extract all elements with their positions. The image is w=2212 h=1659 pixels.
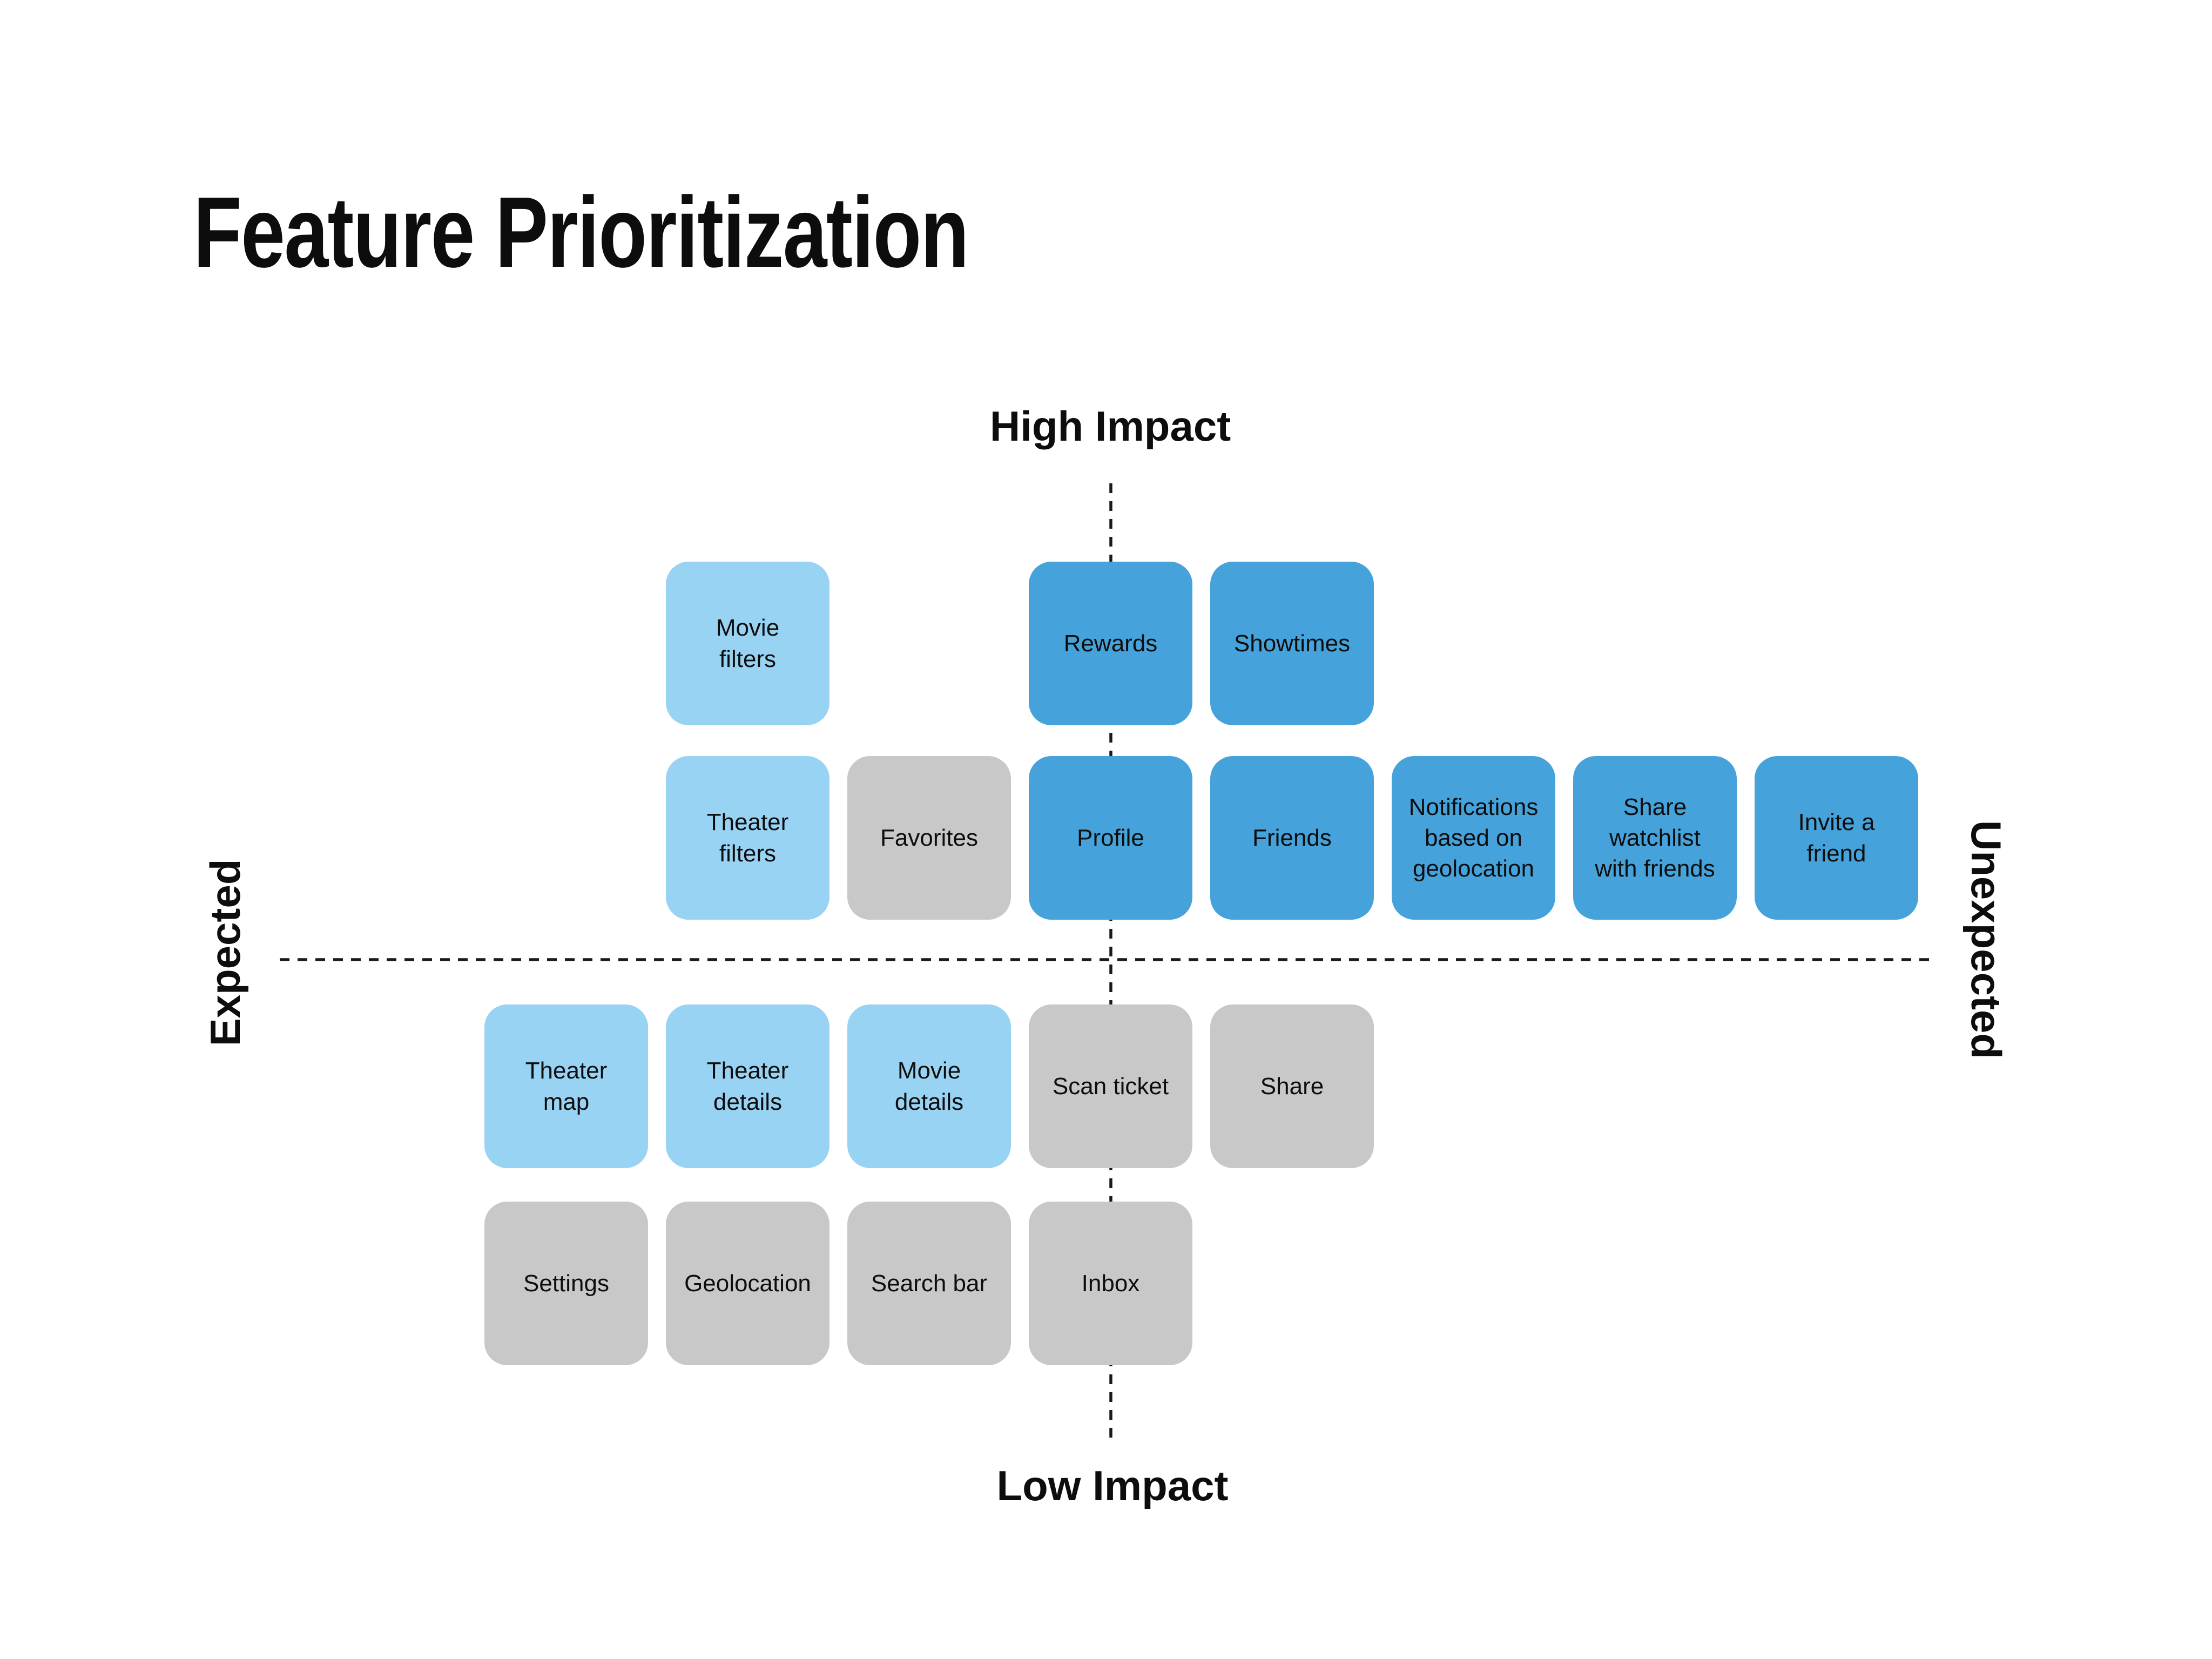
feature-card-label: Theater map [525,1057,608,1115]
feature-card-label: Showtimes [1233,630,1351,657]
feature-card: Favorites [847,756,1011,920]
feature-card: Geolocation [666,1202,830,1365]
page-title: Feature Prioritization [193,177,969,288]
feature-card-label: Movie filters [716,615,780,672]
feature-card-label: Theater details [706,1057,789,1115]
feature-card: Share watchlist with friends [1573,756,1737,920]
feature-card-label: Profile [1077,824,1144,851]
feature-card: Invite a friend [1755,756,1918,920]
feature-card-label: Notifications based on geolocation [1408,793,1539,882]
feature-card-label: Friends [1252,824,1332,851]
feature-card: Showtimes [1210,562,1374,725]
feature-card-label: Share watchlist with friends [1595,793,1715,882]
feature-card-label: Theater filters [706,809,789,867]
feature-card-label: Inbox [1081,1270,1140,1297]
feature-card: Profile [1029,756,1192,920]
feature-card: Theater map [484,1004,648,1168]
feature-card-label: Movie details [894,1057,964,1115]
feature-card-label: Favorites [880,824,978,851]
feature-card: Inbox [1029,1202,1192,1365]
feature-card-label: Search bar [871,1270,988,1297]
feature-card: Theater filters [666,756,830,920]
feature-card: Rewards [1029,562,1192,725]
feature-card: Friends [1210,756,1374,920]
axis-label-low-impact: Low Impact [996,1462,1229,1509]
feature-card-label: Share [1260,1073,1324,1100]
feature-card: Movie details [847,1004,1011,1168]
feature-card-label: Geolocation [684,1270,811,1297]
feature-card-label: Settings [523,1270,609,1297]
axis-label-high-impact: High Impact [989,402,1231,450]
feature-card: Search bar [847,1202,1011,1365]
axis-label-unexpected: Unexpected [1963,820,2010,1060]
axis-label-expected: Expected [201,859,249,1047]
feature-card: Settings [484,1202,648,1365]
feature-card: Scan ticket [1029,1004,1192,1168]
feature-card-label: Invite a friend [1798,809,1875,867]
feature-card: Share [1210,1004,1374,1168]
feature-card: Movie filters [666,562,830,725]
feature-card-label: Scan ticket [1052,1073,1169,1100]
feature-card: Notifications based on geolocation [1392,756,1555,920]
feature-card: Theater details [666,1004,830,1168]
feature-card-label: Rewards [1063,630,1158,657]
